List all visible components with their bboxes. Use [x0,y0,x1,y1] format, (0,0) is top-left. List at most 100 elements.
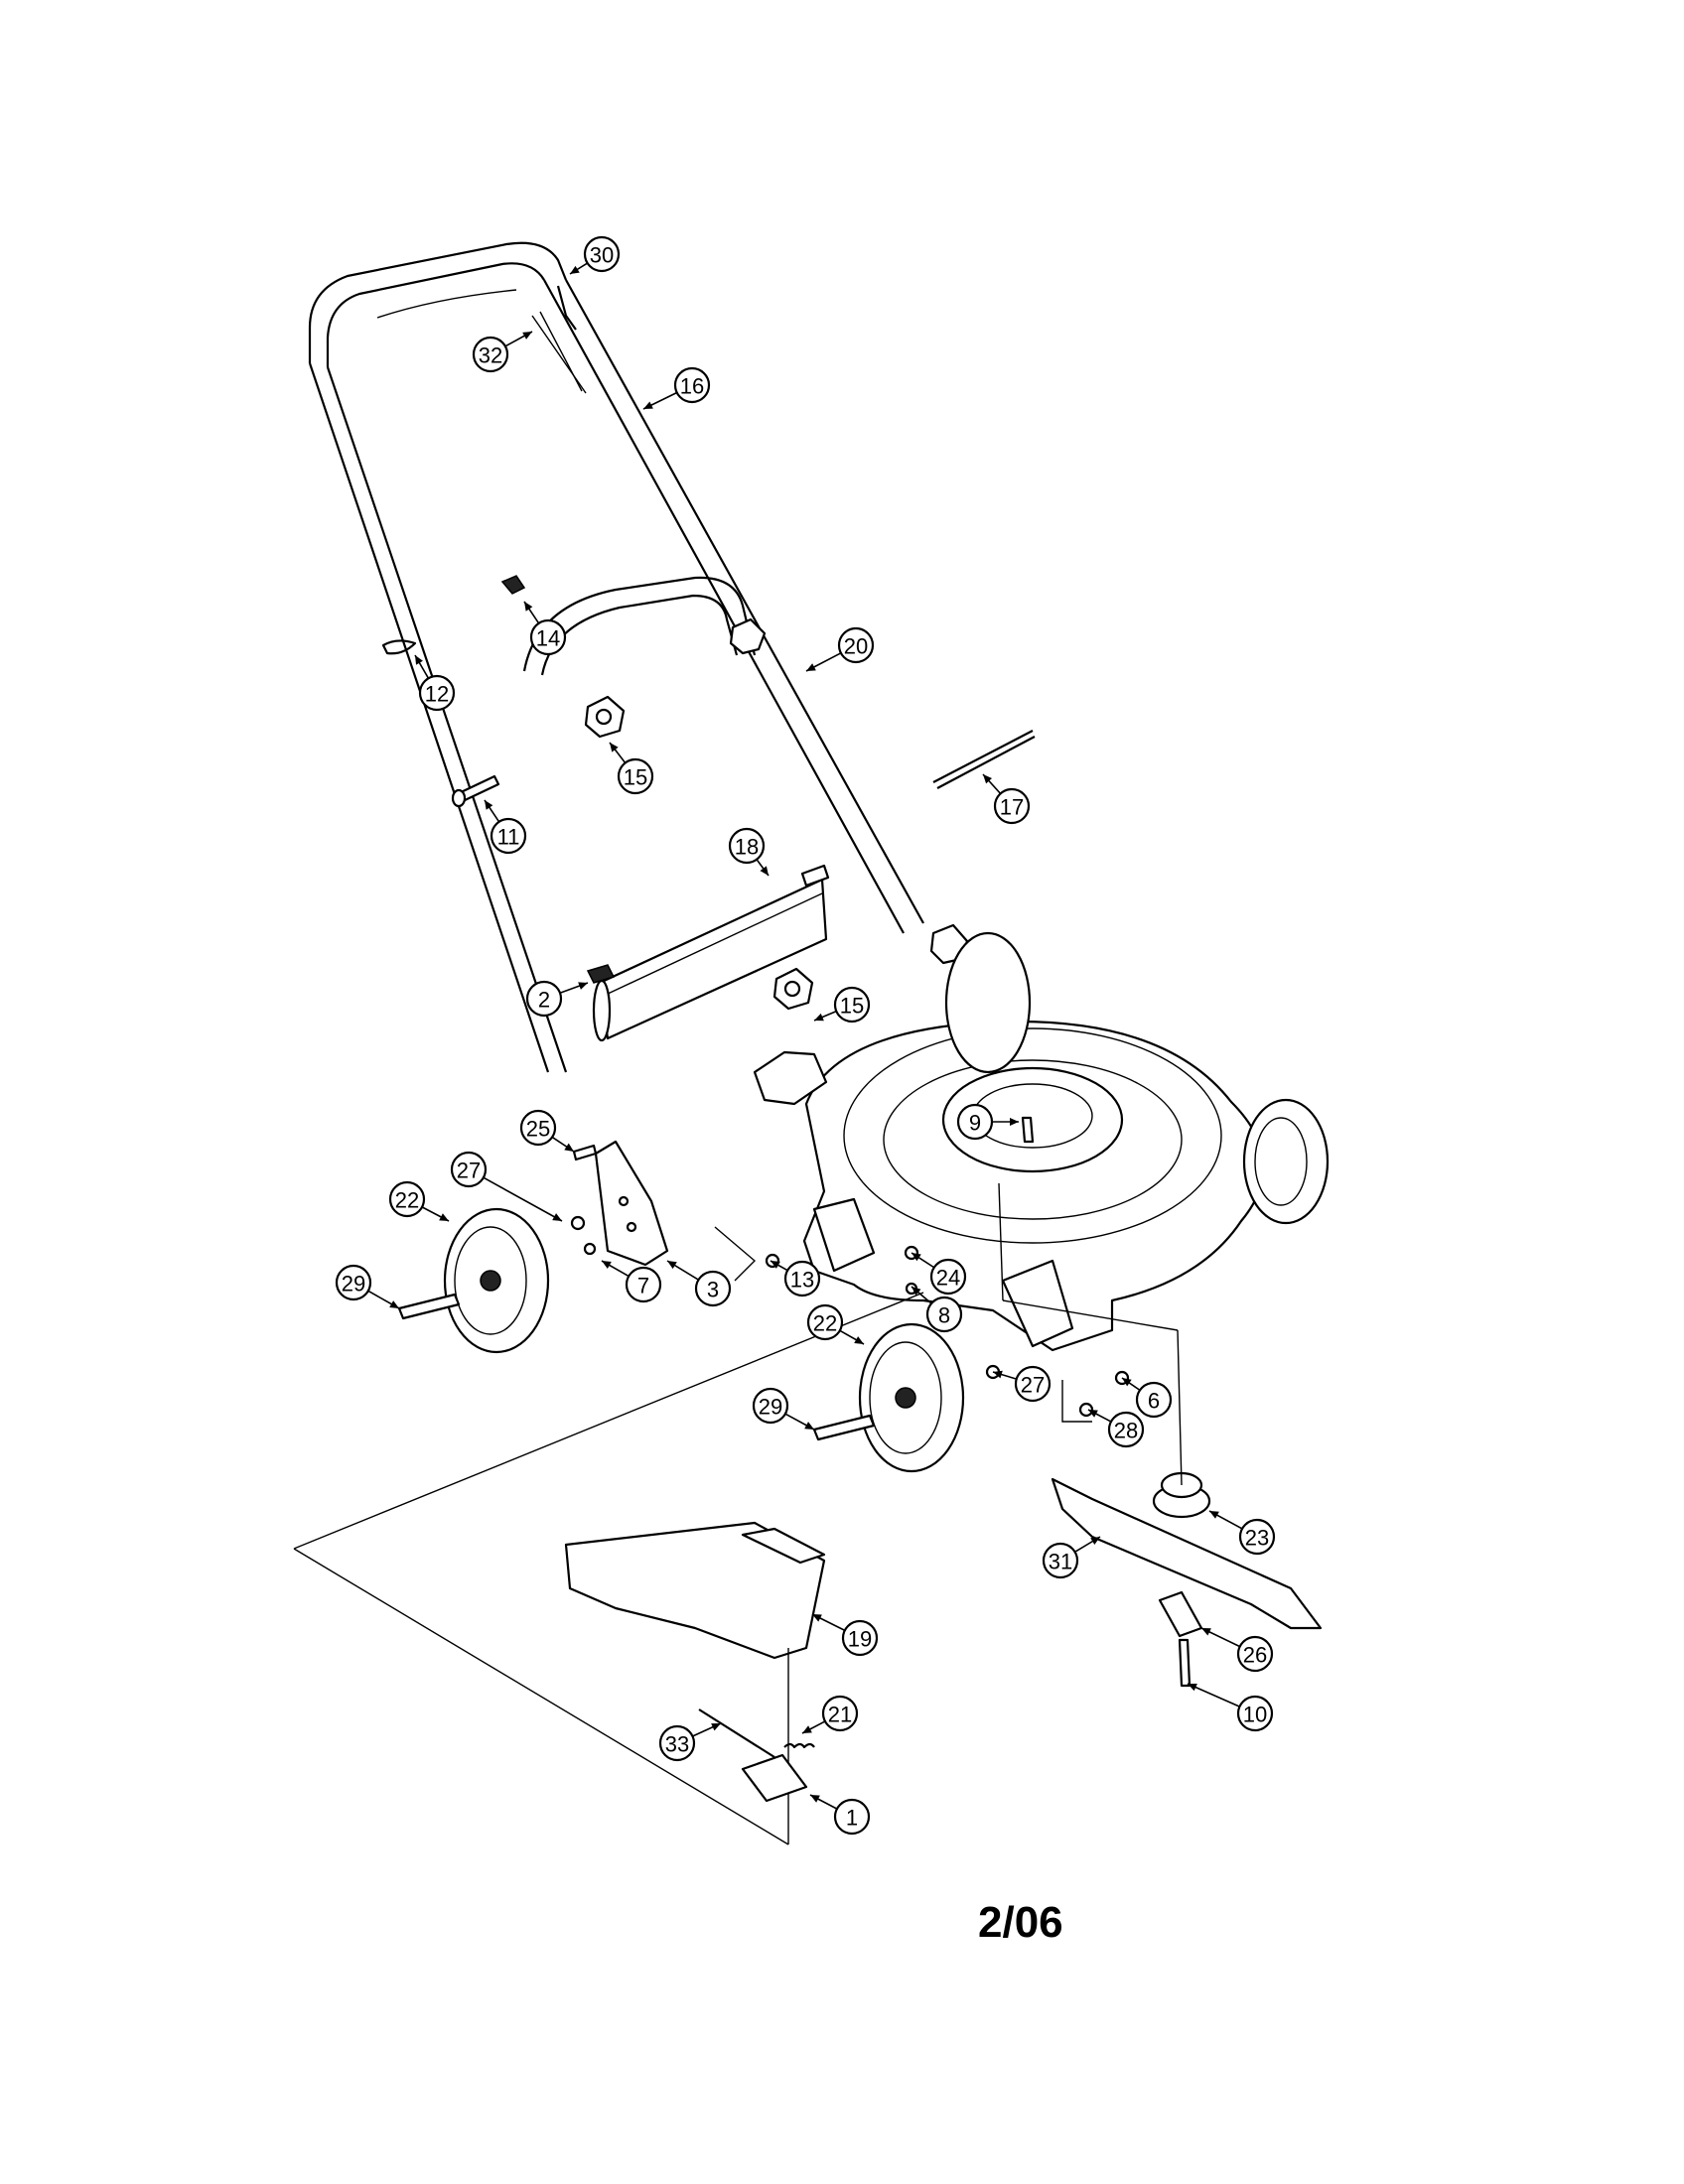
callout-arrowhead [771,1261,780,1269]
callout-circle [583,235,621,273]
callout-label: 6 [1148,1389,1160,1414]
callout-arrowhead [667,1261,677,1270]
callout-arrowhead [522,332,532,340]
callout-arrowhead [812,1614,822,1622]
callout-3: 3 [666,1260,732,1307]
wheel-bracket-part-3 [594,1140,669,1267]
wheel-part-22-left [443,1207,550,1354]
callout-25: 25 [519,1109,575,1153]
hinge-bracket-part-1 [741,1753,808,1803]
callout-9: 9 [956,1103,1019,1141]
wheel-bolt-part-29-right [812,1414,876,1441]
callout-circle [335,1264,372,1301]
callout-circle [658,1724,696,1762]
callout-21: 21 [801,1695,859,1734]
callout-circle [529,618,567,656]
date-code: 2/06 [978,1898,1063,1947]
callout-leader [1187,1683,1240,1707]
knob-part-15-upper [584,695,626,739]
callout-arrowhead [524,602,533,612]
callout-arrowhead [804,1422,814,1430]
small-hardware [570,1144,1130,1418]
callout-8: 8 [911,1286,963,1333]
callout-10: 10 [1187,1683,1274,1732]
callout-6: 6 [1121,1377,1173,1419]
callout-7: 7 [601,1260,662,1303]
callout-circle [418,674,456,712]
callout-circle [1042,1542,1079,1579]
deflector-part-19 [564,1521,826,1660]
callout-label: 20 [844,634,868,659]
callout-arrowhead [602,1261,612,1269]
callout-circle [752,1387,789,1425]
callout-circle [617,757,654,795]
callout-arrowhead [415,655,423,665]
callout-arrowhead [814,1013,824,1022]
callout-label: 30 [590,243,614,268]
callout-arrowhead [1088,1410,1098,1418]
callout-28: 28 [1087,1409,1145,1448]
callout-circle [388,1180,426,1218]
callout-label: 1 [846,1806,858,1831]
callout-arrowhead [610,743,619,752]
stiffener-part-26 [1158,1590,1203,1638]
callout-arrowhead [806,663,816,671]
callout-33: 33 [658,1722,722,1762]
callout-label: 13 [790,1268,814,1293]
callout-17: 17 [982,773,1031,825]
callout-label: 33 [665,1732,689,1757]
blade-bolt-part-10 [1178,1638,1192,1688]
callout-circle [450,1151,488,1188]
hinge-pin-part-33 [698,1708,775,1758]
callout-circle [1236,1695,1274,1732]
callout-circle [993,787,1031,825]
callout-label: 10 [1243,1703,1267,1727]
callout-arrowhead [810,1795,820,1803]
callout-label: 15 [624,765,647,790]
callout-arrowhead [983,774,993,784]
callout-label: 7 [637,1274,649,1298]
callout-circle [472,336,509,373]
callout-16: 16 [642,366,711,410]
callout-18: 18 [728,827,770,877]
callout-circle [1236,1635,1274,1673]
callout-circle [806,1303,844,1341]
callout-29: 29 [335,1264,400,1309]
hinge-part-2 [586,964,616,984]
mower-deck [753,1020,1265,1352]
callout-15: 15 [609,742,654,795]
callout-arrowhead [485,800,493,810]
callout-label: 17 [1000,795,1024,820]
clip-part-12 [381,639,417,655]
callout-circle [821,1695,859,1732]
callout-label: 28 [1114,1419,1138,1443]
callout-circle [837,626,875,664]
callout-label: 8 [938,1303,950,1328]
callout-label: 22 [395,1188,419,1213]
callout-circle [783,1260,821,1297]
callout-label: 14 [536,626,560,651]
callout-label: 9 [969,1111,981,1136]
callout-label: 27 [457,1159,481,1183]
wheel-part-22-right [858,1322,965,1473]
callout-26: 26 [1200,1627,1274,1673]
upper-handle-part-16 [308,241,924,1073]
cable-part-32 [531,311,587,394]
callout-arrowhead [564,1143,574,1152]
rear-wheel-right-side [1242,1098,1330,1225]
callout-32: 32 [472,331,533,373]
torsion-spring-part-21 [783,1742,815,1749]
callout-arrowhead [711,1723,721,1731]
callout-27: 27 [450,1151,563,1222]
callout-circle [1238,1518,1276,1556]
knob-upper-right [729,617,767,655]
callout-22: 22 [388,1180,450,1222]
callout-arrowhead [912,1287,921,1296]
callout-22: 22 [806,1303,865,1345]
callout-label: 23 [1245,1526,1269,1551]
callout-circle [1014,1365,1052,1403]
callout-arrowhead [1201,1628,1211,1636]
callout-13: 13 [770,1260,821,1297]
callout-arrowhead [439,1213,449,1221]
